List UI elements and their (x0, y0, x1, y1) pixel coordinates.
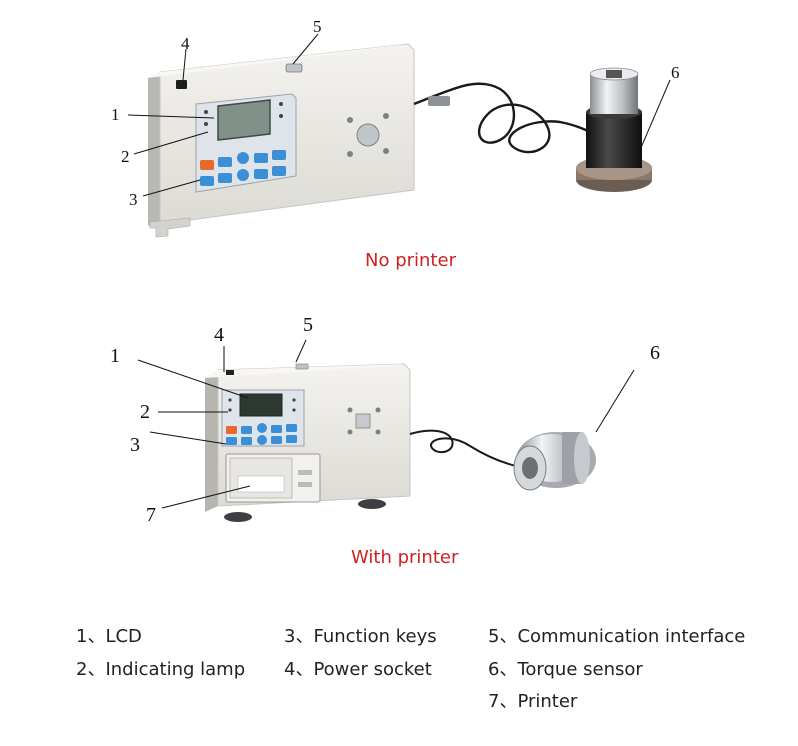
lcd-display (217, 99, 271, 141)
mounting-bracket (149, 217, 191, 238)
torque-sensor-bottom (513, 432, 596, 491)
callout-communication-interface: 5 (313, 17, 322, 36)
caption-no-printer: No printer (365, 250, 456, 271)
communication-port (285, 63, 303, 73)
legend-item-power-socket: 4、Power socket (284, 659, 432, 680)
callout-communication-interface: 5 (303, 314, 313, 336)
housing-side (148, 72, 160, 226)
control-panel (195, 93, 297, 193)
connector-plate (347, 113, 389, 157)
printer-paper (237, 475, 285, 493)
key-orange (200, 160, 214, 170)
callout-function-keys: 3 (130, 434, 140, 456)
callout-power-socket: 4 (181, 34, 190, 53)
caption-with-printer: With printer (351, 547, 459, 568)
callout-indicating-lamp: 2 (121, 147, 130, 166)
power-socket (226, 370, 234, 375)
callout-torque-sensor: 6 (671, 63, 680, 82)
callout-indicating-lamp: 2 (140, 401, 150, 423)
control-panel (221, 389, 305, 447)
callout-lcd: 1 (111, 105, 120, 124)
indicator-lamp (228, 398, 232, 402)
key-orange (226, 426, 237, 434)
callout-lcd: 1 (110, 345, 120, 367)
legend-item-function-keys: 3、Function keys (284, 626, 437, 647)
device-no-printer (148, 43, 652, 238)
legend-item-lcd: 1、LCD (76, 626, 142, 647)
bottom-leader-lines (137, 339, 635, 509)
power-socket (176, 80, 187, 89)
foot (358, 499, 386, 509)
callout-printer: 7 (146, 504, 156, 526)
callout-power-socket: 4 (214, 324, 224, 346)
legend-item-communication-interface: 5、Communication interface (488, 626, 746, 647)
housing-top (148, 44, 408, 78)
cable-connector (428, 96, 450, 106)
sensor-cable (409, 429, 517, 467)
housing-side (205, 370, 218, 512)
callout-function-keys: 3 (129, 190, 138, 209)
housing-top (205, 364, 404, 378)
legend-item-printer: 7、Printer (488, 691, 578, 712)
indicator-lamp (204, 110, 208, 114)
foot (224, 512, 252, 522)
communication-port (295, 363, 309, 370)
top-leader-lines (127, 33, 671, 197)
lcd-display (239, 393, 283, 417)
callout-torque-sensor: 6 (650, 342, 660, 364)
legend-item-torque-sensor: 6、Torque sensor (488, 659, 643, 680)
torque-sensor-top (576, 67, 652, 192)
printer (225, 453, 321, 503)
connector-plate (347, 407, 381, 435)
legend-item-indicating-lamp: 2、Indicating lamp (76, 659, 246, 680)
sensor-cable (413, 82, 591, 154)
device-with-printer (205, 363, 596, 522)
